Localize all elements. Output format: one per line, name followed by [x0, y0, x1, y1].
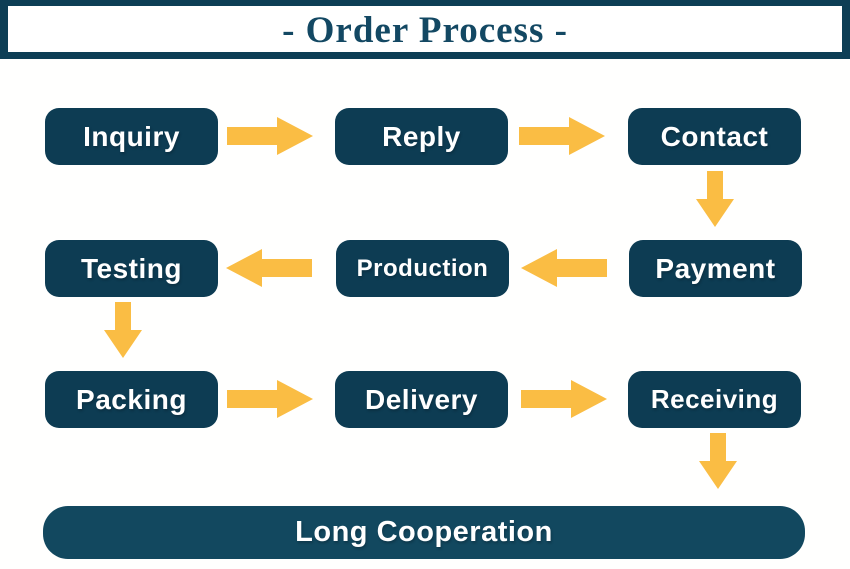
arrow-reply-to-contact-icon [519, 117, 605, 155]
arrow-inquiry-to-reply-icon [227, 117, 313, 155]
node-reply: Reply [335, 108, 508, 165]
node-delivery: Delivery [335, 371, 508, 428]
node-testing: Testing [45, 240, 218, 297]
arrow-testing-to-packing-icon [104, 302, 142, 358]
node-receiving: Receiving [628, 371, 801, 428]
node-long-cooperation: Long Cooperation [43, 506, 805, 559]
arrow-contact-to-payment-icon [696, 171, 734, 227]
arrow-payment-to-production-icon [521, 249, 607, 287]
node-production: Production [336, 240, 509, 297]
arrow-production-to-testing-icon [226, 249, 312, 287]
arrow-packing-to-delivery-icon [227, 380, 313, 418]
node-contact: Contact [628, 108, 801, 165]
page-title: - Order Process - [282, 9, 568, 51]
node-packing: Packing [45, 371, 218, 428]
arrow-delivery-to-receiving-icon [521, 380, 607, 418]
node-payment: Payment [629, 240, 802, 297]
title-banner: - Order Process - [0, 0, 850, 59]
arrow-receiving-to-cooperation-icon [699, 433, 737, 489]
node-inquiry: Inquiry [45, 108, 218, 165]
